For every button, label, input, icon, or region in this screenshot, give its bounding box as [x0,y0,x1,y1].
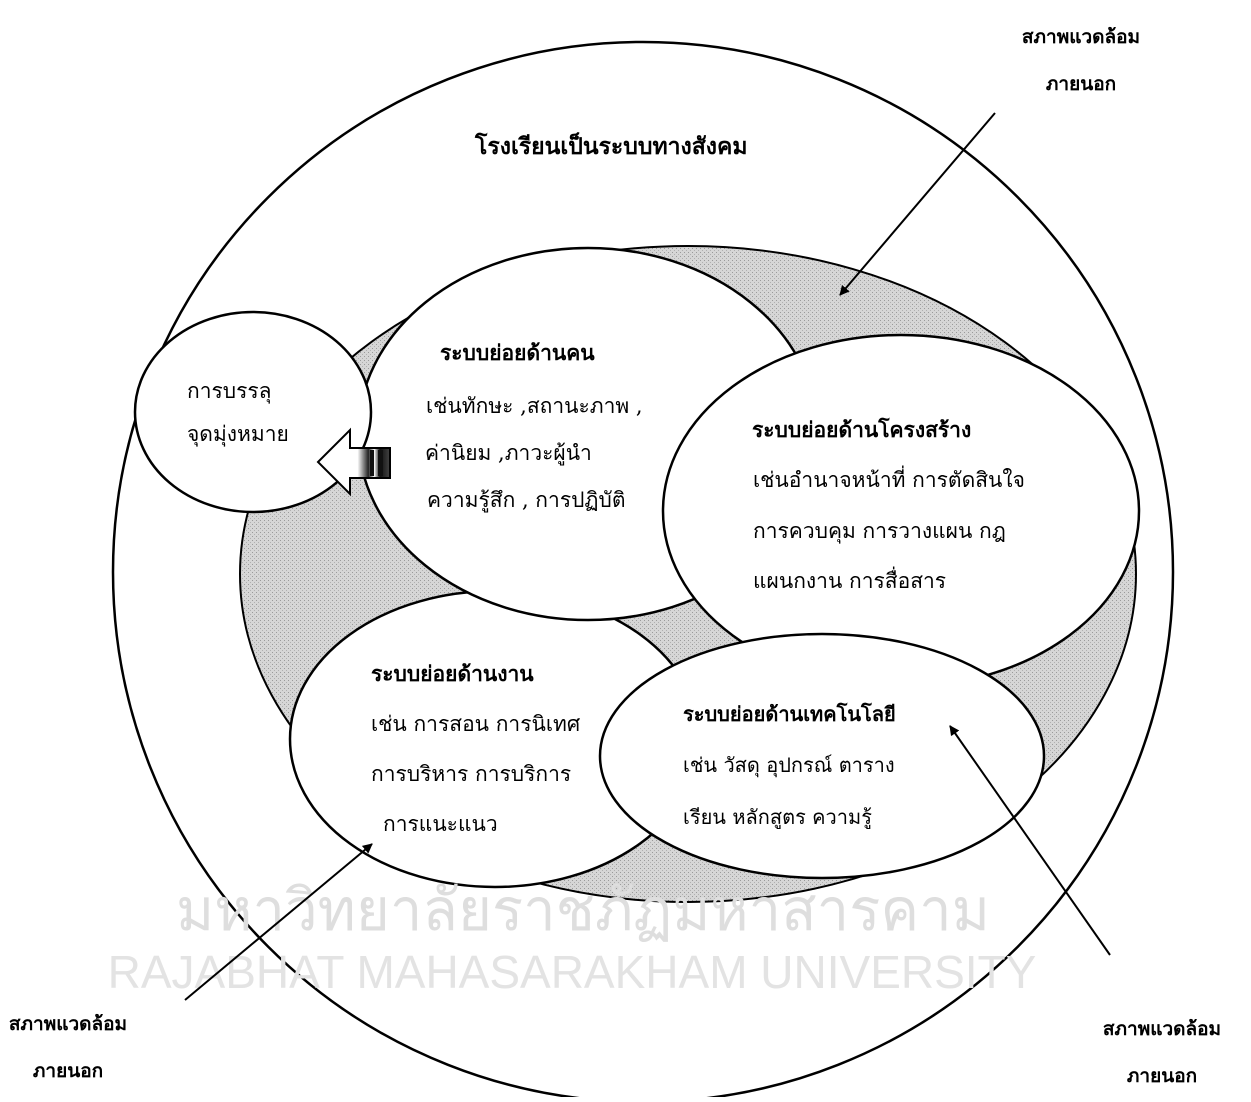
environment-label-top-line2: ภายนอก [1046,73,1116,95]
environment-arrow-bottom-right [949,725,1111,956]
environment-label-left-line2: ภายนอก [33,1060,103,1082]
technology-subsystem-ellipse [598,632,1046,880]
structure-subsystem-line3: แผนกงาน การสื่อสาร [753,566,946,593]
structure-subsystem-title: ระบบย่อยด้านโครงสร้าง [752,417,971,442]
work-subsystem-title: ระบบย่อยด้านงาน [371,661,534,686]
people-subsystem-title: ระบบย่อยด้านคน [440,340,595,365]
work-subsystem-line3: การแนะแนว [383,812,498,836]
technology-subsystem-title: ระบบย่อยด้านเทคโนโลยี [683,702,896,726]
goal-circle [133,310,373,514]
watermark-english: RAJABHAT MAHASARAKHAM UNIVERSITY [108,946,1037,998]
structure-subsystem-line1: เช่นอำนาจหน้าที่ การตัดสินใจ [753,465,1025,492]
environment-label-top-line1: สภาพแวดล้อม [1022,26,1140,48]
people-subsystem-line2: ค่านิยม ,ภาวะผู้นำ [425,441,592,466]
environment-arrow-bottom-left [184,843,373,1001]
watermark-thai: มหาวิทยาลัยราชภัฏมหาสารคาม [176,876,990,944]
goal-line1: การบรรลุ [187,379,272,404]
environment-label-right-line1: สภาพแวดล้อม [1103,1018,1221,1040]
environment-label-left-line1: สภาพแวดล้อม [9,1013,127,1035]
people-subsystem-line3: ความรู้สึก , การปฏิบัติ [427,488,626,513]
environment-arrow-top [839,112,996,296]
work-subsystem-line2: การบริหาร การบริการ [371,762,571,786]
outer-system-title: โรงเรียนเป็นระบบทางสังคม [474,131,748,160]
goal-line2: จุดมุ่งหมาย [187,422,289,447]
people-subsystem-line1: เช่นทักษะ ,สถานะภาพ , [426,394,643,418]
technology-subsystem-line1: เช่น วัสดุ อุปกรณ์ ตาราง [683,753,895,778]
structure-subsystem-ellipse [661,333,1141,689]
work-subsystem-line1: เช่น การสอน การนิเทศ [371,712,581,736]
technology-subsystem-line2: เรียน หลักสูตร ความรู้ [683,805,872,830]
structure-subsystem-line2: การควบคุม การวางแผน กฎ [753,519,1006,544]
output-block-arrow [316,427,391,497]
environment-label-right-line2: ภายนอก [1127,1065,1197,1087]
